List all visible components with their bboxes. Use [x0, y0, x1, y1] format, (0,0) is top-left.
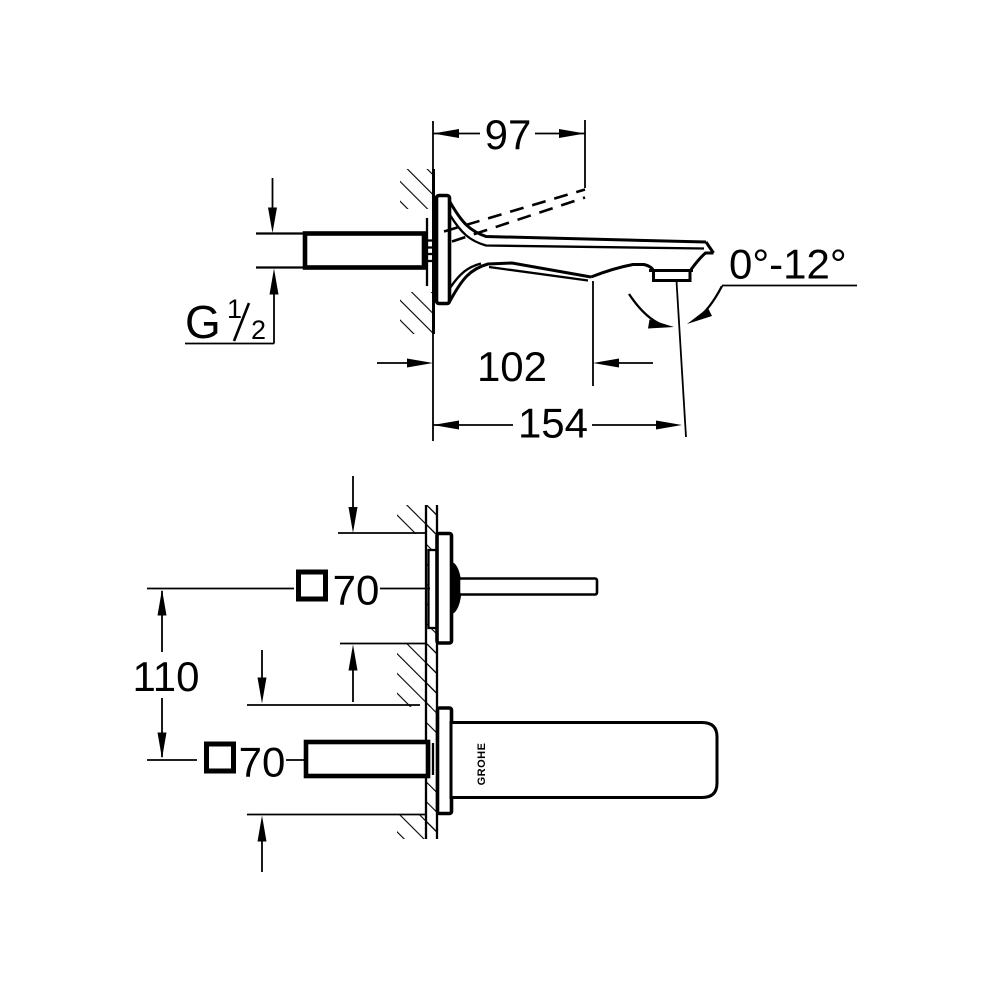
upper-plate-size-value: 70	[333, 567, 380, 614]
underside-right-curve	[590, 263, 655, 279]
brand-logo-text: GROHE	[476, 743, 488, 786]
spout-assembly: GROHE	[303, 706, 719, 816]
handle-escutcheon-plate	[435, 531, 454, 645]
lower-plate-size-label: 70	[204, 739, 286, 786]
dim-110: 110	[133, 589, 200, 759]
lever-raised-position-dashed	[443, 188, 586, 243]
spray-angle-annotation: 0°-12°	[628, 241, 857, 438]
dim-154-label: 154	[518, 400, 588, 447]
escutcheon-plate-side	[434, 193, 452, 306]
spout-top-outline	[448, 201, 707, 244]
outlet-right-curve	[688, 251, 714, 272]
square-symbol-icon	[204, 741, 236, 774]
arrowhead	[407, 358, 433, 368]
side-view: 97 G 1 2 102	[185, 111, 857, 447]
arrowhead	[433, 420, 459, 430]
underside-second-line	[488, 265, 589, 282]
arrowhead	[593, 358, 619, 368]
faucet-body	[448, 201, 715, 302]
thread-size-label: G 1 2	[185, 178, 279, 348]
arrowhead	[433, 129, 459, 138]
pipe-nipple-lines	[424, 239, 436, 263]
arrowhead	[268, 207, 277, 233]
handle-dome-base	[451, 562, 462, 614]
wall-hatch-lower	[400, 292, 434, 334]
spout-pipe-mask	[426, 741, 437, 777]
dim-102-label: 102	[477, 343, 547, 390]
wall-hatch-zone-bottom	[397, 814, 437, 839]
thread-numerator: 1	[227, 294, 242, 324]
spray-direction-line	[675, 280, 687, 438]
arrowhead	[257, 815, 267, 842]
spout-supply-pipe	[303, 739, 431, 779]
arrowhead	[559, 129, 585, 138]
handle-lever-stick	[457, 577, 599, 596]
arrowhead	[157, 589, 167, 616]
wall-hatch-zone-middle	[397, 644, 437, 707]
dim-97-label: 97	[485, 111, 532, 158]
lever-seam-line	[449, 214, 705, 250]
dim-154: 154	[433, 400, 682, 447]
thread-prefix: G	[185, 296, 221, 348]
arrowhead	[269, 268, 279, 295]
dim-102: 102	[377, 281, 653, 441]
upper-plate-size-label: 70	[296, 567, 380, 614]
flare-inner-curve	[449, 262, 482, 289]
angle-arc-left	[628, 293, 667, 328]
arrowhead	[348, 644, 358, 671]
square-symbol-icon	[296, 569, 328, 602]
spout-escutcheon-plate	[435, 706, 454, 816]
arrowhead	[157, 732, 167, 759]
dim-110-label: 110	[133, 653, 200, 700]
arrowhead	[348, 507, 358, 533]
angle-range-label: 0°-12°	[729, 241, 847, 288]
handle-assembly	[427, 531, 599, 645]
fraction-slash	[232, 302, 251, 342]
plate-edge-reference-arrows	[247, 476, 426, 872]
pipe-threaded-section	[302, 231, 427, 270]
spout-tip-face	[704, 241, 715, 254]
supply-pipe	[256, 231, 436, 270]
spout-bottom-outline	[448, 261, 592, 302]
arrowhead	[648, 319, 674, 329]
arrowhead	[257, 677, 267, 704]
wall-section	[400, 169, 435, 334]
wall-hatch-upper	[400, 169, 434, 209]
dim-97: 97	[432, 111, 586, 188]
fixture-centerlines	[147, 587, 430, 761]
arrowhead	[687, 308, 712, 324]
plan-view: GROHE	[133, 476, 719, 872]
thread-denominator: 2	[251, 315, 266, 345]
lower-plate-size-value: 70	[239, 739, 286, 786]
aerator-housing	[649, 269, 693, 282]
spout-body-plan	[449, 721, 719, 799]
arrowhead	[656, 420, 682, 430]
